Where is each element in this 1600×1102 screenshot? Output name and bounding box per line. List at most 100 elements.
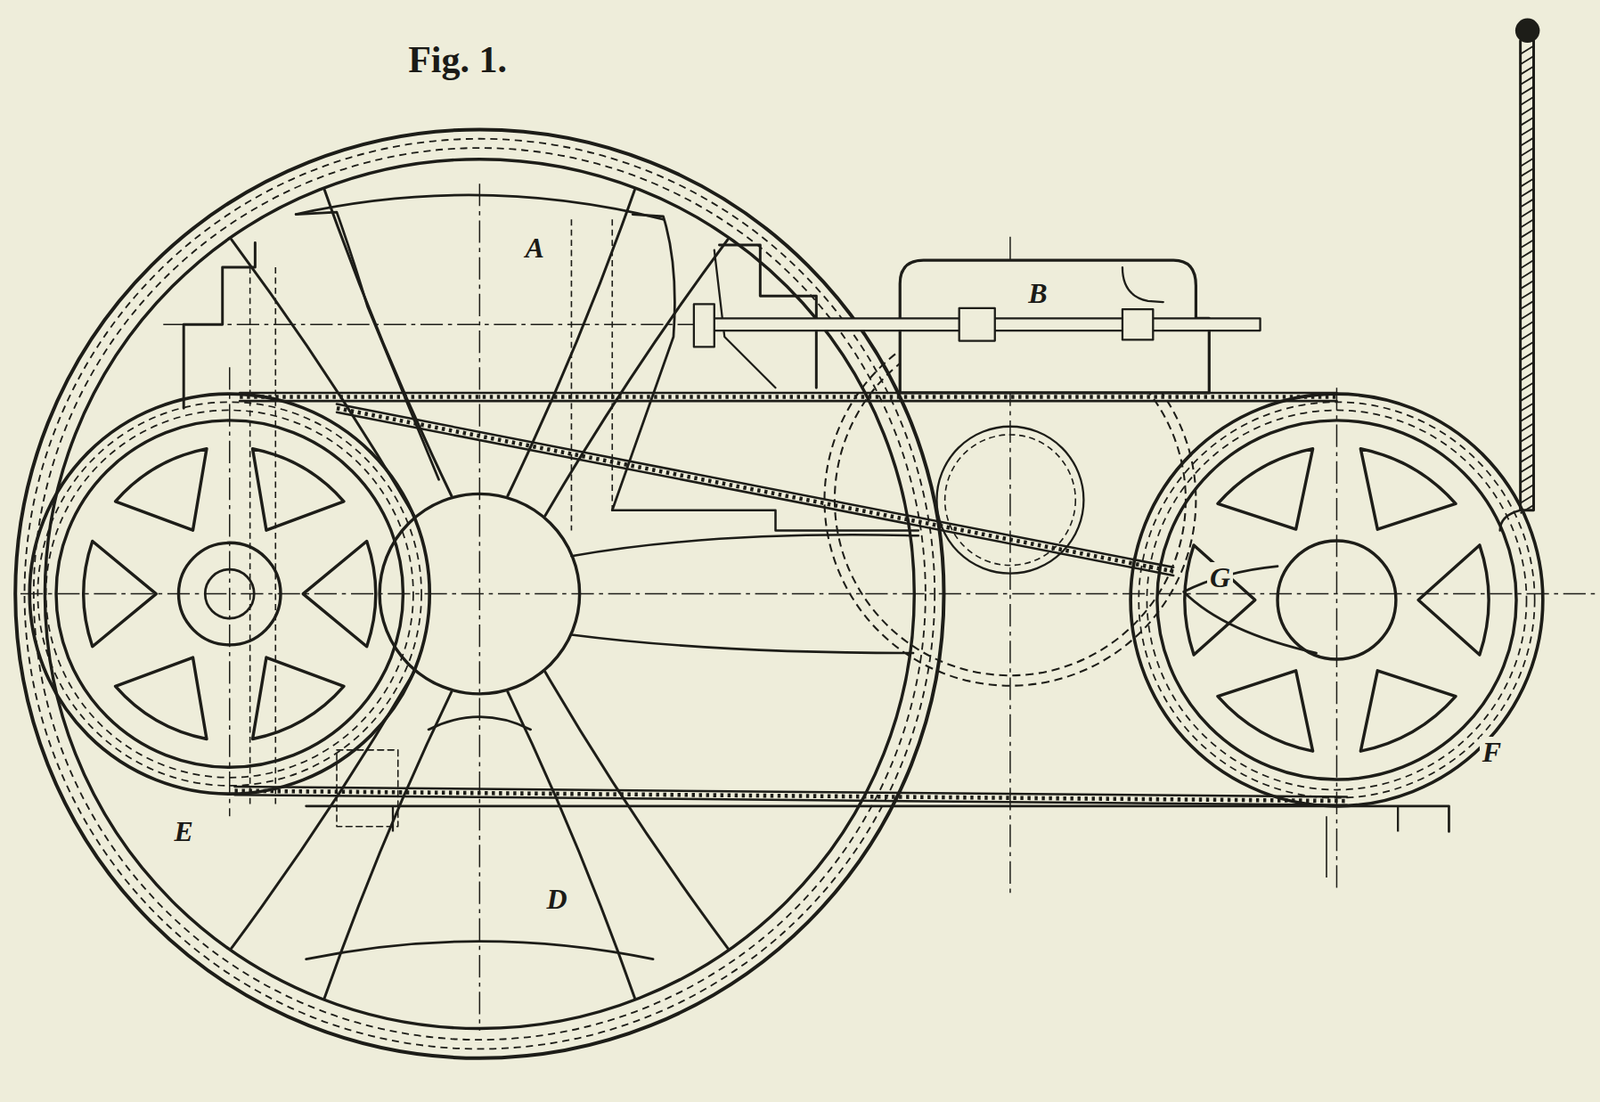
rope: [1520, 138, 1535, 147]
part-letter: G: [1207, 562, 1233, 593]
flywheel-arm: [295, 195, 663, 220]
spoke-opening: [115, 448, 207, 531]
belt: [234, 791, 1347, 801]
rope: [1520, 290, 1535, 299]
hidden-line: [571, 219, 573, 531]
pulley-rim: [46, 409, 414, 777]
spoke-opening: [253, 657, 344, 739]
hidden-line: [274, 267, 277, 807]
rope: [1520, 97, 1535, 106]
spoke-opening: [1360, 670, 1456, 752]
part-letter: B: [1025, 277, 1050, 309]
belt: [239, 391, 1337, 395]
flywheel-hub: [379, 493, 580, 694]
rope: [1520, 505, 1535, 514]
pulley-rim: [1130, 393, 1543, 807]
spoke-opening: [253, 448, 344, 531]
rope: [1520, 250, 1535, 259]
flywheel-arm: [571, 634, 914, 654]
base-frame: [391, 806, 394, 833]
rope: [1520, 301, 1535, 310]
rope: [1520, 321, 1535, 330]
rope: [1520, 229, 1535, 238]
pulley-rim: [1157, 420, 1517, 780]
flywheel-rim: [44, 159, 915, 1029]
rod-nut: [959, 308, 996, 342]
center-line: [1336, 387, 1338, 888]
rope: [1520, 433, 1535, 442]
rope: [1520, 351, 1535, 360]
rod-nut: [1122, 309, 1153, 340]
rope: [1500, 510, 1521, 531]
pulley-hub: [1277, 540, 1396, 660]
spoke-opening: [1217, 670, 1314, 752]
rope: [1520, 86, 1535, 95]
pulley-rim: [37, 401, 422, 786]
spoke-opening: [115, 657, 207, 739]
gear-hub: [936, 426, 1084, 574]
belt: [336, 412, 1174, 576]
rope: [1520, 168, 1535, 177]
flywheel-arm: [231, 239, 415, 516]
rope: [1520, 392, 1535, 401]
flywheel-rim: [15, 129, 944, 1058]
cylinder-frame: [183, 243, 255, 409]
rope: [1520, 495, 1535, 504]
base-frame: [306, 806, 1450, 833]
belt: [336, 408, 1174, 572]
center-line: [20, 593, 1598, 595]
rope: [1520, 65, 1535, 74]
belt: [239, 394, 1337, 400]
rope: [1520, 198, 1535, 207]
spoke-opening: [83, 540, 157, 646]
rope: [1520, 372, 1535, 381]
flywheel-rim: [24, 138, 936, 1050]
rope: [1520, 127, 1535, 136]
pulley-rim: [56, 420, 403, 768]
rope: [1520, 56, 1535, 65]
pulley-rim: [29, 393, 430, 794]
rope: [1520, 219, 1535, 228]
base-frame: [336, 750, 399, 827]
rope: [1520, 147, 1535, 156]
rope: [1520, 331, 1535, 340]
part-letter: F: [1479, 736, 1504, 768]
figure-title: Fig. 1.: [408, 40, 507, 79]
rope: [1520, 46, 1535, 55]
rope: [1520, 280, 1535, 289]
rope: [1520, 76, 1535, 85]
pulley-rim: [1138, 401, 1535, 798]
gear-hub: [945, 434, 1077, 566]
rope: [1520, 362, 1535, 371]
rope: [1520, 270, 1535, 279]
rope: [1520, 178, 1535, 187]
cylinder-frame: [295, 212, 439, 480]
flywheel-arm: [324, 189, 451, 496]
center-line: [228, 367, 230, 817]
rope: [1520, 423, 1535, 432]
rope: [1520, 310, 1535, 319]
rope: [1520, 413, 1535, 422]
rope: [1520, 40, 1535, 511]
base-frame: [1396, 806, 1399, 833]
cylinder-frame: [719, 244, 817, 388]
part-letter: E: [171, 816, 196, 847]
part-letter: A: [522, 232, 547, 263]
belt: [336, 404, 1174, 568]
spoke-opening: [1360, 448, 1456, 530]
rope: [1520, 402, 1535, 411]
center-line: [479, 183, 481, 1031]
rope: [1520, 474, 1535, 483]
rope: [1520, 443, 1535, 452]
part-letter: D: [544, 883, 571, 915]
flywheel-arm: [428, 717, 531, 730]
rod-nut: [693, 303, 715, 347]
spoke-opening: [1184, 545, 1256, 655]
rope: [1520, 383, 1535, 392]
rope: [1520, 158, 1535, 167]
hidden-line: [249, 267, 252, 807]
flywheel-arm: [306, 941, 654, 960]
rope: [1520, 188, 1535, 197]
pulley-bore: [204, 569, 254, 619]
